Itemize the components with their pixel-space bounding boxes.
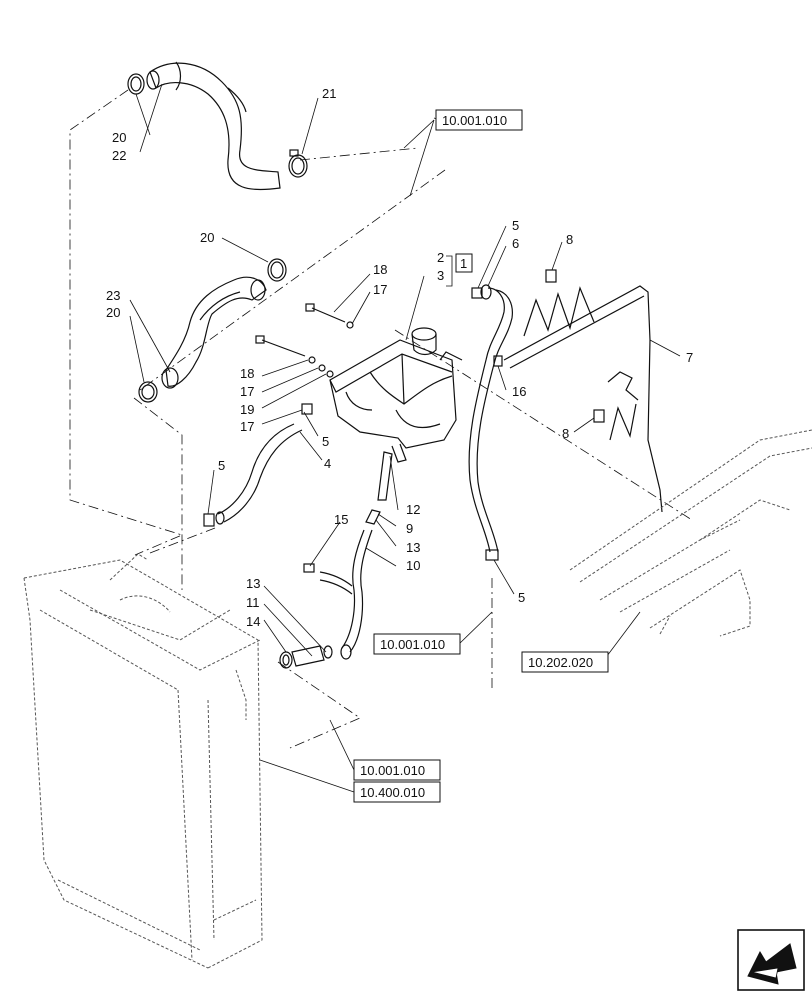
callout-17b: 17 <box>240 384 254 399</box>
callout-labels: 20 22 21 20 23 20 18 17 18 17 19 17 2 3 … <box>106 86 693 629</box>
callout-3: 3 <box>437 268 444 283</box>
callout-box-1: 1 <box>455 253 473 273</box>
callout-20c: 20 <box>106 305 120 320</box>
hose-clamp-20-low <box>138 381 158 403</box>
callout-5c: 5 <box>218 458 225 473</box>
overflow-hose-4 <box>215 403 313 525</box>
callout-6: 6 <box>512 236 519 251</box>
clip-8-top <box>545 269 557 283</box>
callout-23: 23 <box>106 288 120 303</box>
callout-9: 9 <box>406 521 413 536</box>
callout-21: 21 <box>322 86 336 101</box>
hose-10 <box>319 451 393 660</box>
ref-label-2: 10.001.010 <box>380 637 445 652</box>
callout-10: 10 <box>406 558 420 573</box>
callout-5d: 5 <box>518 590 525 605</box>
callout-8b: 8 <box>562 426 569 441</box>
bolt-18-upper <box>305 303 354 329</box>
callout-22: 22 <box>112 148 126 163</box>
hose-6 <box>468 284 513 561</box>
callout-1: 1 <box>460 256 467 271</box>
ref-label-4: 10.001.010 <box>360 763 425 778</box>
callout-16: 16 <box>512 384 526 399</box>
callout-18a: 18 <box>373 262 387 277</box>
callout-13a: 13 <box>406 540 420 555</box>
expansion-tank <box>329 327 463 463</box>
ref-box-5[interactable]: 10.400.010 <box>353 781 441 803</box>
ref-box-4[interactable]: 10.001.010 <box>353 759 441 781</box>
callout-17a: 17 <box>373 282 387 297</box>
ref-box-1[interactable]: 10.001.010 <box>435 109 523 131</box>
ref-label-5: 10.400.010 <box>360 785 425 800</box>
callout-5a: 5 <box>512 218 519 233</box>
callout-4: 4 <box>324 456 331 471</box>
callout-17c: 17 <box>240 419 254 434</box>
hose-clamp-20-mid <box>267 258 287 282</box>
callout-8a: 8 <box>566 232 573 247</box>
hose-clamp-20-top <box>127 73 145 95</box>
callout-15: 15 <box>334 512 348 527</box>
ref-label-1: 10.001.010 <box>442 113 507 128</box>
center-lines <box>69 89 693 749</box>
hose-clamp-5-top <box>471 287 483 299</box>
bracket-7 <box>503 285 663 513</box>
callout-5b: 5 <box>322 434 329 449</box>
callout-20b: 20 <box>200 230 214 245</box>
ref-label-3: 10.202.020 <box>528 655 593 670</box>
bolt-18-lower <box>255 335 334 378</box>
callout-14: 14 <box>246 614 260 629</box>
callout-11: 11 <box>246 595 260 610</box>
ref-box-3[interactable]: 10.202.020 <box>521 651 609 673</box>
radiator <box>23 553 263 969</box>
hose-clamp-5-left <box>203 513 215 527</box>
upper-radiator-hose <box>146 61 281 191</box>
callout-18b: 18 <box>240 366 254 381</box>
chassis-frame <box>569 429 812 637</box>
callout-12: 12 <box>406 502 420 517</box>
ref-box-2[interactable]: 10.001.010 <box>373 633 461 655</box>
leader-lines <box>129 83 681 793</box>
callout-19: 19 <box>240 402 254 417</box>
lower-radiator-hose <box>161 276 267 389</box>
hose-clamp-21 <box>288 149 308 178</box>
callout-7: 7 <box>686 350 693 365</box>
callout-20a: 20 <box>112 130 126 145</box>
callout-2: 2 <box>437 250 444 265</box>
callout-13b: 13 <box>246 576 260 591</box>
arrow-icon[interactable] <box>737 929 805 991</box>
clip-8-low <box>593 409 605 423</box>
clip-15 <box>303 563 315 573</box>
